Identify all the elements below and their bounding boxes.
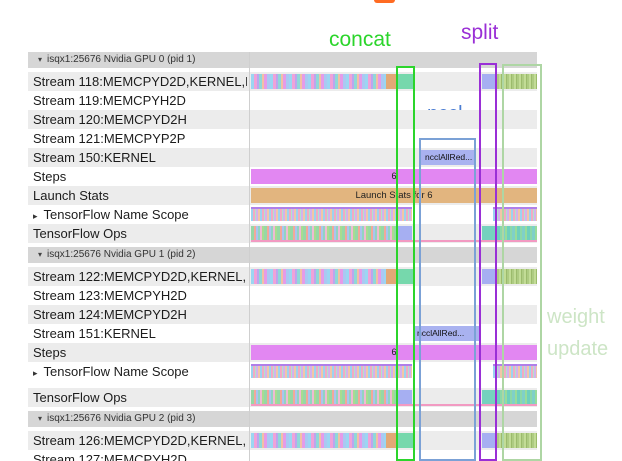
track-label: Stream 151:KERNEL [33, 326, 156, 341]
track-label: Stream 127:MEMCPYH2D [33, 452, 187, 461]
nccl-allreduce-bar[interactable]: ncclAllRed... [421, 150, 474, 165]
weight-update-kernel-bar[interactable] [497, 74, 537, 89]
annotation-split: split [461, 21, 499, 44]
track-row: Stream 150:KERNEL ncclAllRed... [0, 148, 622, 167]
track-label: Stream 120:MEMCPYD2H [33, 112, 187, 127]
annotation-concat: concat [329, 28, 391, 51]
split-highlight-box [479, 63, 497, 461]
ops-activity-bar[interactable] [482, 390, 497, 405]
name-scope-bar[interactable] [251, 207, 412, 221]
ops-baseline [251, 240, 537, 242]
expand-icon: ▸ [33, 211, 38, 221]
track-label: TensorFlow Ops [33, 226, 127, 241]
track-row: Stream 118:MEMCPYD2D,KERNEL,ME [0, 72, 622, 91]
collapse-icon: ▾ [38, 250, 43, 259]
track-row: ▸ TensorFlow Name Scope [0, 362, 622, 388]
weight-update-kernel-bar[interactable] [497, 433, 537, 448]
ops-activity-bar[interactable] [251, 390, 398, 405]
track-row: Stream 124:MEMCPYD2H [0, 305, 622, 324]
track-label: Launch Stats [33, 188, 109, 203]
expand-icon: ▸ [33, 368, 38, 378]
track-label: Stream 121:MEMCPYP2P [33, 131, 186, 146]
row-stripe [28, 305, 537, 324]
track-label: TensorFlow Ops [33, 390, 127, 405]
track-label: Stream 124:MEMCPYD2H [33, 307, 187, 322]
stream-activity-bar[interactable] [386, 74, 398, 89]
track-label: Steps [33, 345, 67, 360]
launch-stats-bar[interactable]: Launch Stats for 6 [251, 188, 537, 203]
track-row: ▸ TensorFlow Name Scope [0, 205, 622, 224]
track-label: Stream 119:MEMCPYH2D [33, 93, 186, 108]
track-row: TensorFlow Ops [0, 388, 622, 407]
annotation-weight-update: weight update [547, 306, 609, 360]
stream-activity-bar[interactable] [251, 74, 386, 89]
stream-activity-bar[interactable] [386, 433, 398, 448]
split-kernel-bar[interactable] [482, 74, 497, 89]
track-row: Stream 122:MEMCPYD2D,KERNEL,MI [0, 267, 622, 286]
section-header-label: isqx1:25676 Nvidia GPU 0 (pid 1) [47, 54, 196, 65]
section-header-label: isqx1:25676 Nvidia GPU 1 (pid 2) [47, 249, 196, 260]
ops-activity-bar[interactable] [398, 390, 412, 405]
steps-bar[interactable]: 6 [251, 169, 537, 184]
clipped-orange-text [374, 0, 395, 3]
nccl-highlight-box [419, 138, 476, 461]
concat-kernel-bar[interactable] [398, 269, 414, 284]
track-row: Launch Stats Launch Stats for 6 [0, 186, 622, 205]
track-label: Stream 118:MEMCPYD2D,KERNEL,ME [33, 74, 247, 89]
steps-bar[interactable]: 6 [251, 345, 537, 360]
nccl-allreduce-bar[interactable]: ncclAllRed... [413, 326, 480, 341]
concat-highlight-box [396, 66, 415, 461]
collapse-icon: ▾ [38, 414, 43, 423]
track-row: Stream 126:MEMCPYD2D,KERNEL,MI [0, 431, 622, 450]
track-row: TensorFlow Ops [0, 224, 622, 243]
stream-activity-bar[interactable] [251, 269, 386, 284]
stream-activity-bar[interactable] [386, 269, 398, 284]
track-row: Stream 120:MEMCPYD2H [0, 110, 622, 129]
track-label: Stream 123:MEMCPYH2D [33, 288, 187, 303]
ops-activity-bar[interactable] [251, 226, 398, 241]
name-scope-bar[interactable] [493, 364, 537, 378]
collapse-icon: ▾ [38, 55, 43, 64]
track-label: Stream 150:KERNEL [33, 150, 156, 165]
track-label: ▸ TensorFlow Name Scope [33, 364, 247, 379]
ops-activity-bar[interactable] [398, 226, 412, 241]
section-header[interactable]: ▾ isqx1:25676 Nvidia GPU 1 (pid 2) [28, 247, 537, 263]
weight-update-kernel-bar[interactable] [497, 269, 537, 284]
track-row: Stream 123:MEMCPYH2D [0, 286, 622, 305]
track-label-text: TensorFlow Name Scope [43, 364, 189, 379]
row-stripe [28, 110, 537, 129]
ops-baseline [251, 404, 537, 406]
track-row: Stream 119:MEMCPYH2D [0, 91, 622, 110]
track-row: Steps 6 [0, 343, 622, 362]
section-header[interactable]: ▾ isqx1:25676 Nvidia GPU 0 (pid 1) [28, 52, 537, 68]
concat-kernel-bar[interactable] [398, 433, 414, 448]
ops-activity-bar[interactable] [482, 226, 497, 241]
track-row: Stream 121:MEMCPYP2P [0, 129, 622, 148]
split-kernel-bar[interactable] [482, 269, 497, 284]
track-label: Stream 122:MEMCPYD2D,KERNEL,MI [33, 269, 247, 284]
section-header-label: isqx1:25676 Nvidia GPU 2 (pid 3) [47, 413, 196, 424]
track-label-text: TensorFlow Name Scope [43, 207, 189, 222]
track-label: Steps [33, 169, 67, 184]
ops-activity-bar[interactable] [497, 226, 537, 241]
stream-activity-bar[interactable] [251, 433, 386, 448]
label-timeline-divider [249, 52, 250, 461]
concat-kernel-bar[interactable] [398, 74, 414, 89]
row-stripe [28, 148, 537, 167]
track-label: Stream 126:MEMCPYD2D,KERNEL,MI [33, 433, 247, 448]
track-row: Stream 151:KERNEL ncclAllRed... [0, 324, 622, 343]
track-label: ▸ TensorFlow Name Scope [33, 207, 247, 222]
track-row: Steps 6 [0, 167, 622, 186]
weight-update-highlight-box [502, 64, 542, 461]
name-scope-bar[interactable] [251, 364, 412, 378]
name-scope-bar[interactable] [493, 207, 537, 221]
track-row: Stream 127:MEMCPYH2D [0, 450, 622, 461]
section-header[interactable]: ▾ isqx1:25676 Nvidia GPU 2 (pid 3) [28, 411, 537, 427]
ops-activity-bar[interactable] [497, 390, 537, 405]
split-kernel-bar[interactable] [482, 433, 497, 448]
